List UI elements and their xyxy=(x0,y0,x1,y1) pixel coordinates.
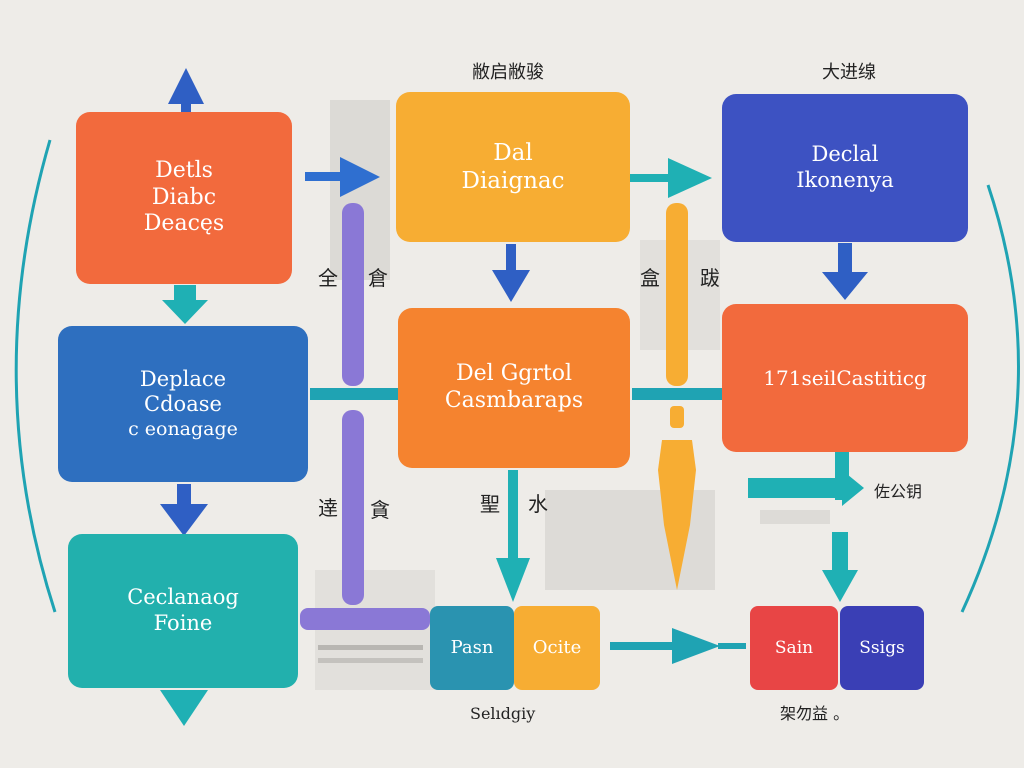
connector xyxy=(748,478,848,498)
down-triangle xyxy=(160,690,208,726)
label-mid-d: 跋 xyxy=(700,266,720,290)
arrow-head xyxy=(162,300,208,324)
box-mid-center[interactable]: Del Ggrtol Casmbaraps xyxy=(398,308,630,468)
arrow-shaft xyxy=(177,484,191,506)
arrow-shaft xyxy=(305,172,345,181)
label-bottom-right: 架勿益 。 xyxy=(780,704,850,723)
arrow-head xyxy=(160,504,208,536)
box-ssigs[interactable]: Ssigs xyxy=(840,606,924,690)
arrow-head xyxy=(672,628,720,664)
box-top-left[interactable]: Detls Diabc Deacęs xyxy=(76,112,292,284)
gray-line xyxy=(318,658,423,663)
connector xyxy=(632,388,724,400)
connector xyxy=(310,388,402,400)
label-low-c: 聖 xyxy=(480,492,500,516)
purple-bar xyxy=(342,410,364,605)
box-pasn[interactable]: Pasn xyxy=(430,606,514,690)
arrow-tail xyxy=(718,643,746,649)
box-ocite[interactable]: Ocite xyxy=(514,606,600,690)
arrow-head xyxy=(668,158,712,198)
arrow-shaft xyxy=(506,244,516,274)
arrow-shaft xyxy=(174,285,196,303)
label-mid-c: 盒 xyxy=(640,266,660,290)
purple-bar xyxy=(300,608,430,630)
arrow-head xyxy=(822,570,858,602)
gray-line xyxy=(318,645,423,650)
label-low-b: 貪 xyxy=(370,498,390,522)
up-arrow-head xyxy=(168,68,204,104)
arrow-shaft xyxy=(838,243,852,275)
arrow-head xyxy=(340,157,380,197)
arrow-head xyxy=(842,470,864,506)
arrow-shaft xyxy=(630,174,685,182)
arrow-shaft xyxy=(610,642,680,650)
left-arc xyxy=(14,139,57,613)
label-bottom-center: Selıdgiy xyxy=(470,704,536,723)
arrow-head xyxy=(822,272,868,300)
label-mid-a: 全 xyxy=(318,266,338,290)
label-right-small: 佐公钥 xyxy=(874,482,923,501)
label-low-a: 逹 xyxy=(318,496,338,520)
arrow-head xyxy=(492,270,530,302)
label-top-right: 大进缐 xyxy=(822,62,876,83)
box-sain[interactable]: Sain xyxy=(750,606,838,690)
label-low-d: 水 xyxy=(528,492,548,516)
label-mid-b: 倉 xyxy=(368,266,388,290)
arrow-head xyxy=(496,558,530,602)
box-top-right[interactable]: Declal Ikonenya xyxy=(722,94,968,242)
right-arc xyxy=(960,184,1020,613)
pencil-body xyxy=(666,203,688,386)
pencil-tip xyxy=(658,440,696,590)
box-mid-left[interactable]: Deplace Cdoase c eonagage xyxy=(58,326,308,482)
label-top-mid: 敝启敝骏 xyxy=(472,62,544,83)
bg-panel xyxy=(760,510,830,524)
purple-bar xyxy=(342,203,364,386)
box-bottom-left[interactable]: Ceclanaog Foine xyxy=(68,534,298,688)
arrow-shaft xyxy=(832,532,848,572)
pencil-seg xyxy=(670,406,684,428)
arrow-shaft xyxy=(508,470,518,560)
box-mid-right[interactable]: 171seilCastiticg xyxy=(722,304,968,452)
box-top-mid[interactable]: Dal Diaignac xyxy=(396,92,630,242)
